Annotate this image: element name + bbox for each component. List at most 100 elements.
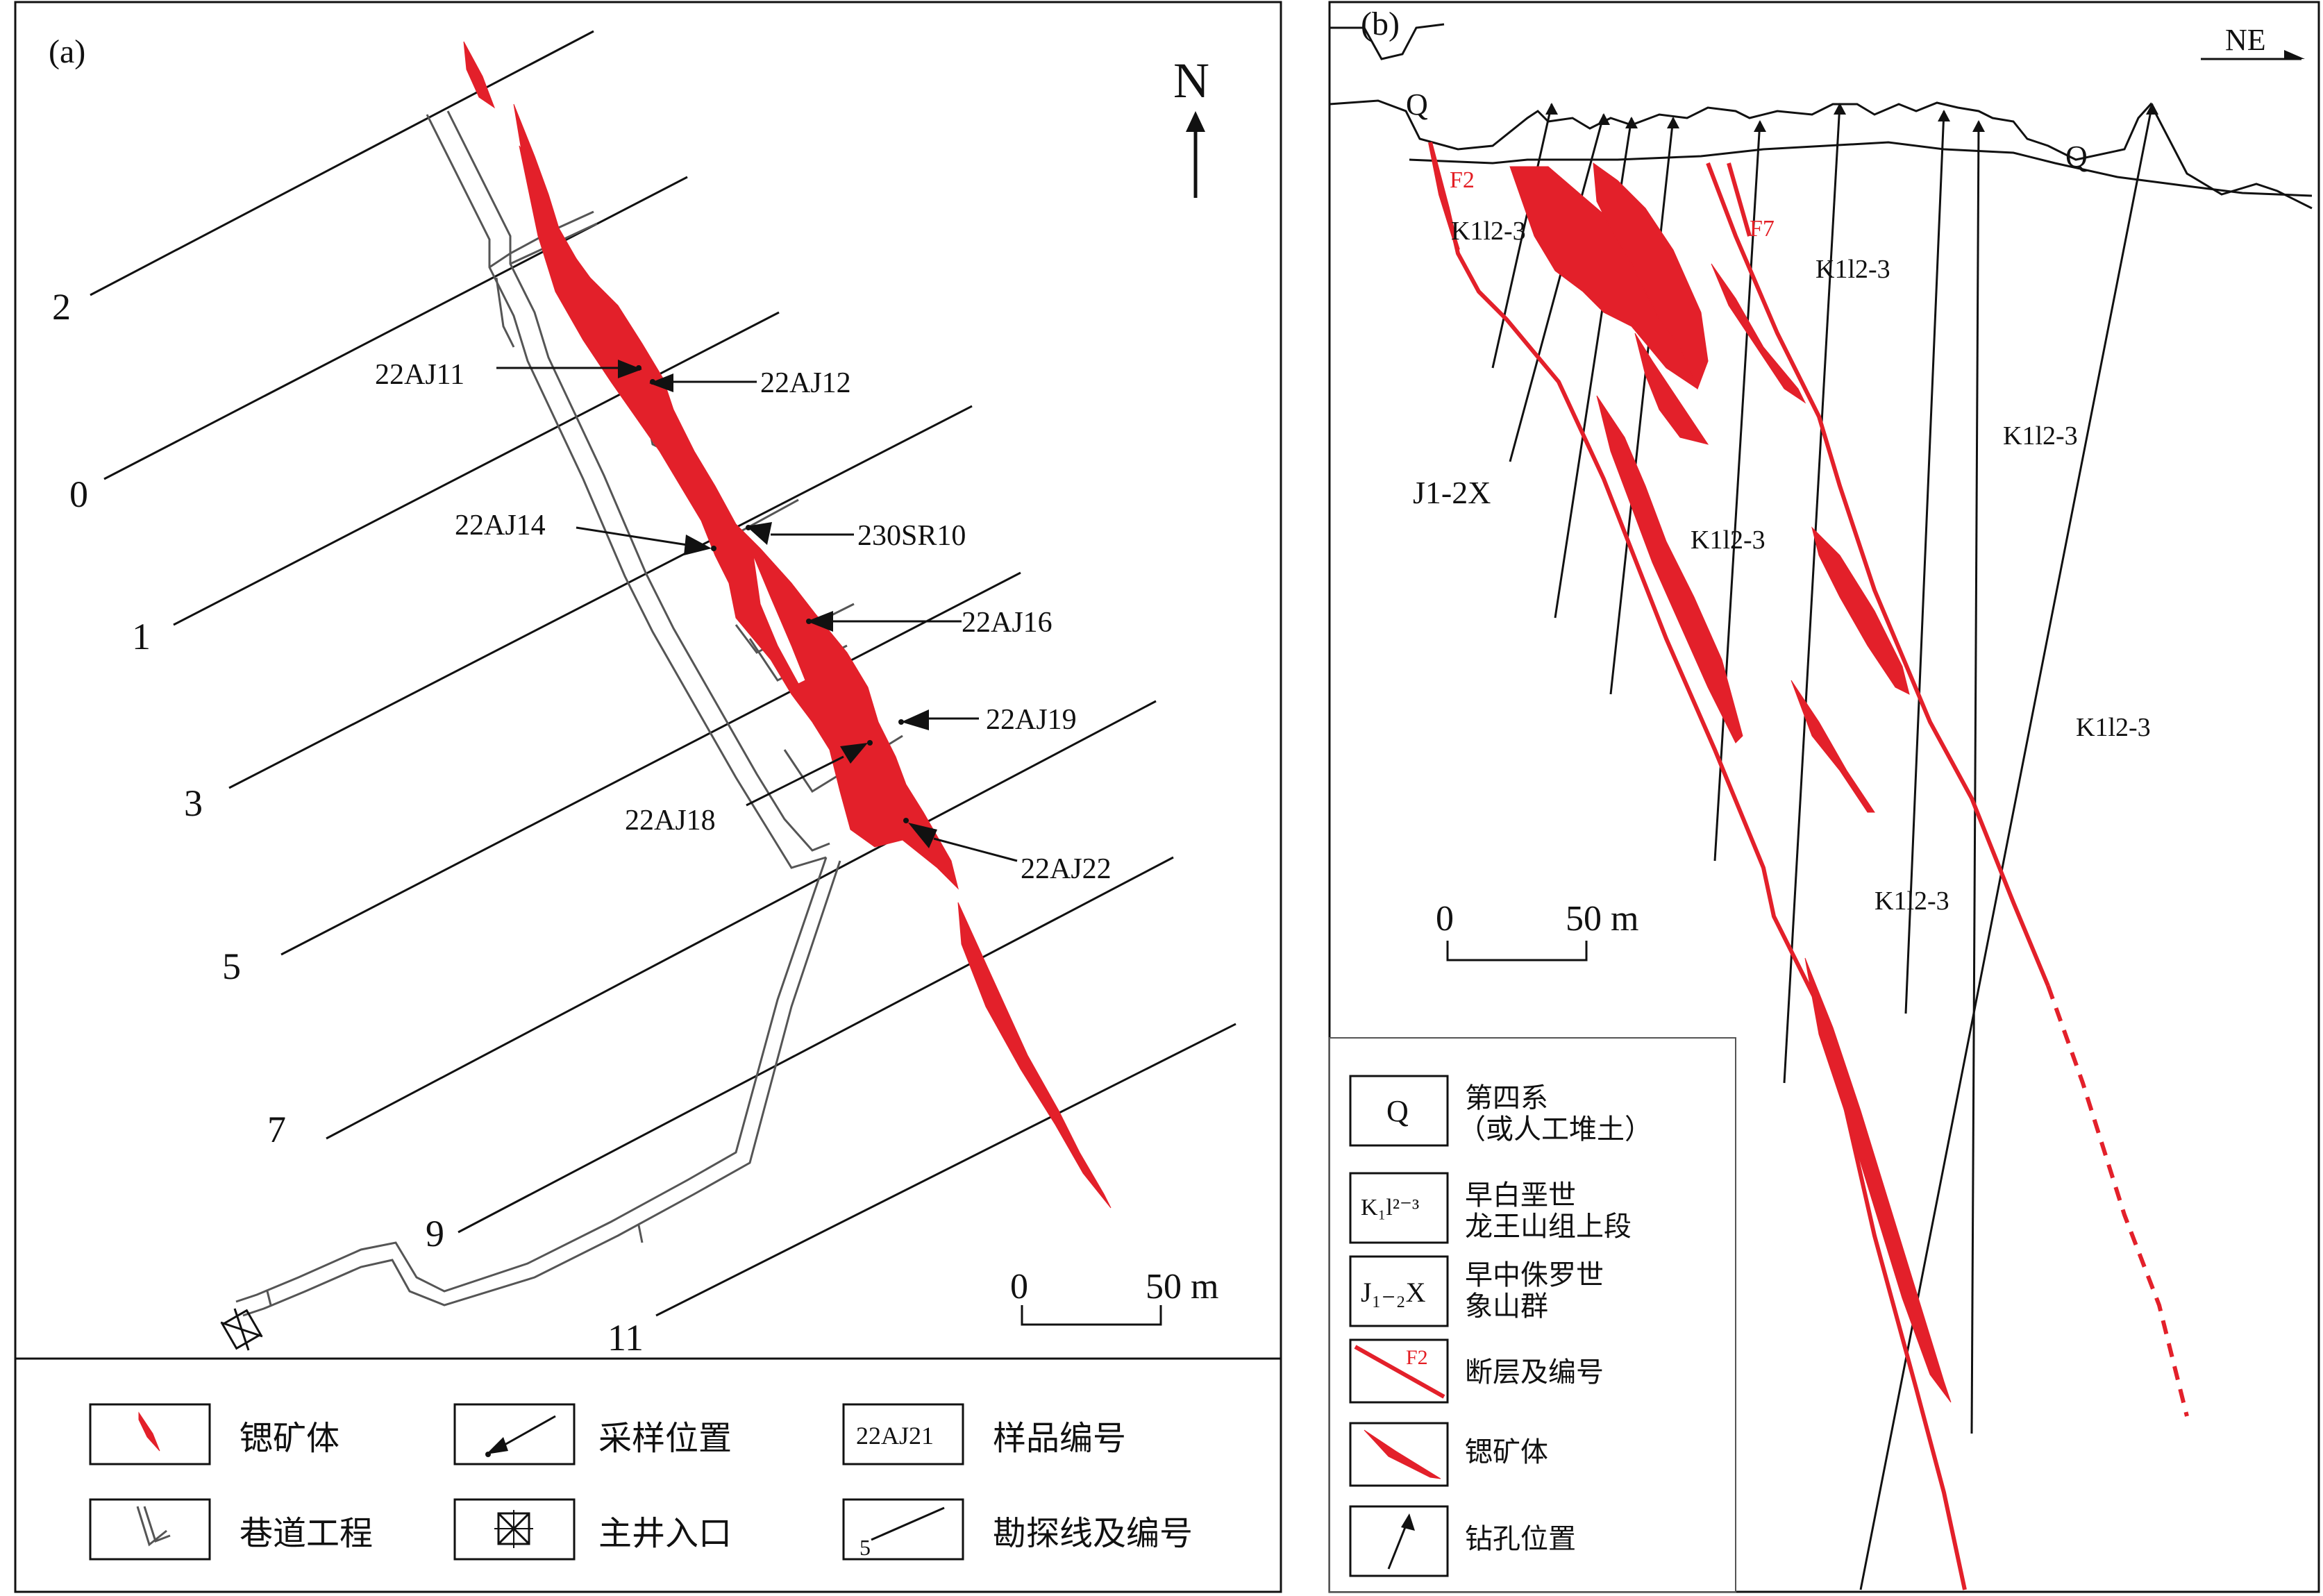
- legend-shaft-icon: [494, 1510, 533, 1548]
- legend-fault-label: 断层及编号: [1465, 1356, 1604, 1388]
- legend-sample-no-label: 样品编号: [993, 1419, 1126, 1458]
- legend-sampling-arrow-icon: [486, 1437, 508, 1454]
- line-label-7: 7: [267, 1109, 286, 1150]
- svg-text:F2: F2: [1406, 1346, 1428, 1369]
- q-label-left: Q: [1406, 87, 1428, 121]
- line-label-3: 3: [184, 782, 203, 824]
- fault-f7: [1706, 162, 2050, 987]
- svg-text:50 m: 50 m: [1146, 1267, 1218, 1307]
- sample-label-22AJ22: 22AJ22: [1021, 853, 1112, 885]
- sample-label-22AJ16: 22AJ16: [962, 607, 1053, 639]
- section-ore-4: [1596, 395, 1743, 744]
- q-label-right: Q: [2065, 140, 2088, 174]
- legend-j-label: 早中侏罗世: [1465, 1259, 1604, 1291]
- exploration-line-11: [655, 1023, 1236, 1317]
- section-ore-8: [1804, 957, 1952, 1403]
- panel-b: (b) NE Q Q: [1328, 1, 2320, 1593]
- north-arrow-icon: N: [1173, 53, 1209, 198]
- legend-k-box-label: K₁l²⁻³: [1361, 1195, 1419, 1220]
- section-ore-6: [1811, 526, 1910, 695]
- panel-b-frame: [1328, 1, 2320, 1593]
- section-ore-2: [1593, 162, 1709, 390]
- sample-22AJ16: 22AJ16: [806, 607, 1053, 639]
- line-label-2: 2: [52, 286, 71, 328]
- north-label: N: [1173, 53, 1209, 108]
- ne-arrow-icon: NE: [2201, 23, 2305, 60]
- svg-text:22AJ21: 22AJ21: [856, 1422, 934, 1450]
- ore-gap: [753, 555, 806, 684]
- sample-label-22AJ12: 22AJ12: [760, 367, 851, 399]
- legend-tunnel-label: 巷道工程: [240, 1514, 373, 1553]
- legend-line-box: [842, 1498, 964, 1561]
- legend-k-label: 早白垩世: [1465, 1179, 1576, 1211]
- section-ore-5: [1711, 263, 1806, 404]
- panel-a-frame: [14, 1, 1282, 1593]
- legend-b: Q 第四系 （或人工堆土） K₁l²⁻³ 早白垩世 龙王山组上段 J₁₋₂X 早…: [1329, 1037, 1736, 1593]
- legend-fault-icon: [1354, 1345, 1445, 1399]
- exploration-line-5: [280, 571, 1021, 956]
- line-label-5: 5: [222, 946, 241, 987]
- legend-ore-label: 锶矿体: [240, 1419, 339, 1458]
- k-label-2: K1l2-3: [1815, 255, 1890, 284]
- scale-bar-b: 0 50 m: [1436, 899, 1638, 961]
- panel-b-label: (b): [1361, 6, 1400, 42]
- sample-230SR10: 230SR10: [746, 520, 966, 552]
- section-ore-7: [1791, 680, 1875, 813]
- main-shaft-icon: [220, 1308, 263, 1351]
- ore-body-main: [519, 145, 959, 890]
- fault-f2-branch: [1428, 142, 1460, 251]
- legend-tunnel-icon: [136, 1506, 167, 1547]
- legend-shaft-label: 主井入口: [598, 1514, 732, 1553]
- legend-j-box-label: J₁₋₂X: [1361, 1277, 1426, 1308]
- panel-a-label: (a): [49, 33, 85, 70]
- legend-line-label: 勘探线及编号: [993, 1514, 1193, 1553]
- line-label-11: 11: [607, 1317, 644, 1359]
- sample-label-22AJ14: 22AJ14: [455, 510, 546, 541]
- drill-arrowheads: [1545, 103, 2158, 132]
- legend-sampling-box: [453, 1403, 576, 1465]
- legend-ore-box: [89, 1403, 211, 1465]
- fault-f7-inferred: [2046, 984, 2189, 1417]
- legend-section-ore-icon: [1364, 1429, 1441, 1479]
- section-ore-bodies: [1509, 162, 1952, 1403]
- legend-drill-icon: [1387, 1513, 1415, 1570]
- k-label-3: K1l2-3: [2003, 421, 2078, 451]
- ore-bodies: [463, 41, 1112, 1209]
- svg-text:50 m: 50 m: [1566, 899, 1638, 939]
- k-label-6: K1l2-3: [1875, 887, 1949, 916]
- svg-text:0: 0: [1436, 899, 1454, 939]
- sample-label-22AJ18: 22AJ18: [625, 805, 716, 837]
- topography: [1329, 23, 2313, 210]
- exploration-line-1: [173, 311, 780, 626]
- legend-shaft-box: [453, 1498, 576, 1561]
- fault-f2: [1428, 142, 1967, 1590]
- svg-text:5: 5: [859, 1535, 871, 1560]
- exploration-line-7: [326, 700, 1157, 1140]
- legend-ore-icon: [138, 1411, 160, 1452]
- exploration-line-2: [90, 30, 594, 296]
- legend-a: 锶矿体 采样位置 22AJ21 样品编号 巷道工程 主井入口: [89, 1403, 1193, 1561]
- sample-22AJ12: 22AJ12: [649, 367, 851, 399]
- svg-text:象山群: 象山群: [1465, 1291, 1548, 1322]
- scale-bar-a: 0 50 m: [1010, 1267, 1218, 1326]
- legend-q-label: 第四系: [1465, 1082, 1548, 1114]
- sample-22AJ22: 22AJ22: [903, 818, 1112, 885]
- ore-body-south: [957, 902, 1112, 1209]
- sample-22AJ19: 22AJ19: [898, 704, 1077, 736]
- k-label-1: K1l2-3: [1451, 217, 1526, 246]
- line-label-9: 9: [426, 1213, 444, 1254]
- legend-line-icon: [871, 1506, 945, 1541]
- sample-22AJ11: 22AJ11: [375, 359, 642, 391]
- legend-sample-no-box: [842, 1403, 964, 1465]
- exploration-line-3: [228, 405, 973, 789]
- sample-label-22AJ11: 22AJ11: [375, 359, 464, 391]
- svg-text:（或人工堆土）: （或人工堆土）: [1458, 1114, 1652, 1145]
- k-label-4: K1l2-3: [1691, 526, 1766, 555]
- legend-drill-label: 钻孔位置: [1465, 1523, 1576, 1555]
- svg-text:Q: Q: [1386, 1094, 1409, 1128]
- legend-section-ore-label: 锶矿体: [1465, 1436, 1548, 1468]
- section-ore-3: [1634, 333, 1709, 445]
- legend-sampling-label: 采样位置: [598, 1419, 732, 1458]
- k-label-5: K1l2-3: [2076, 713, 2151, 742]
